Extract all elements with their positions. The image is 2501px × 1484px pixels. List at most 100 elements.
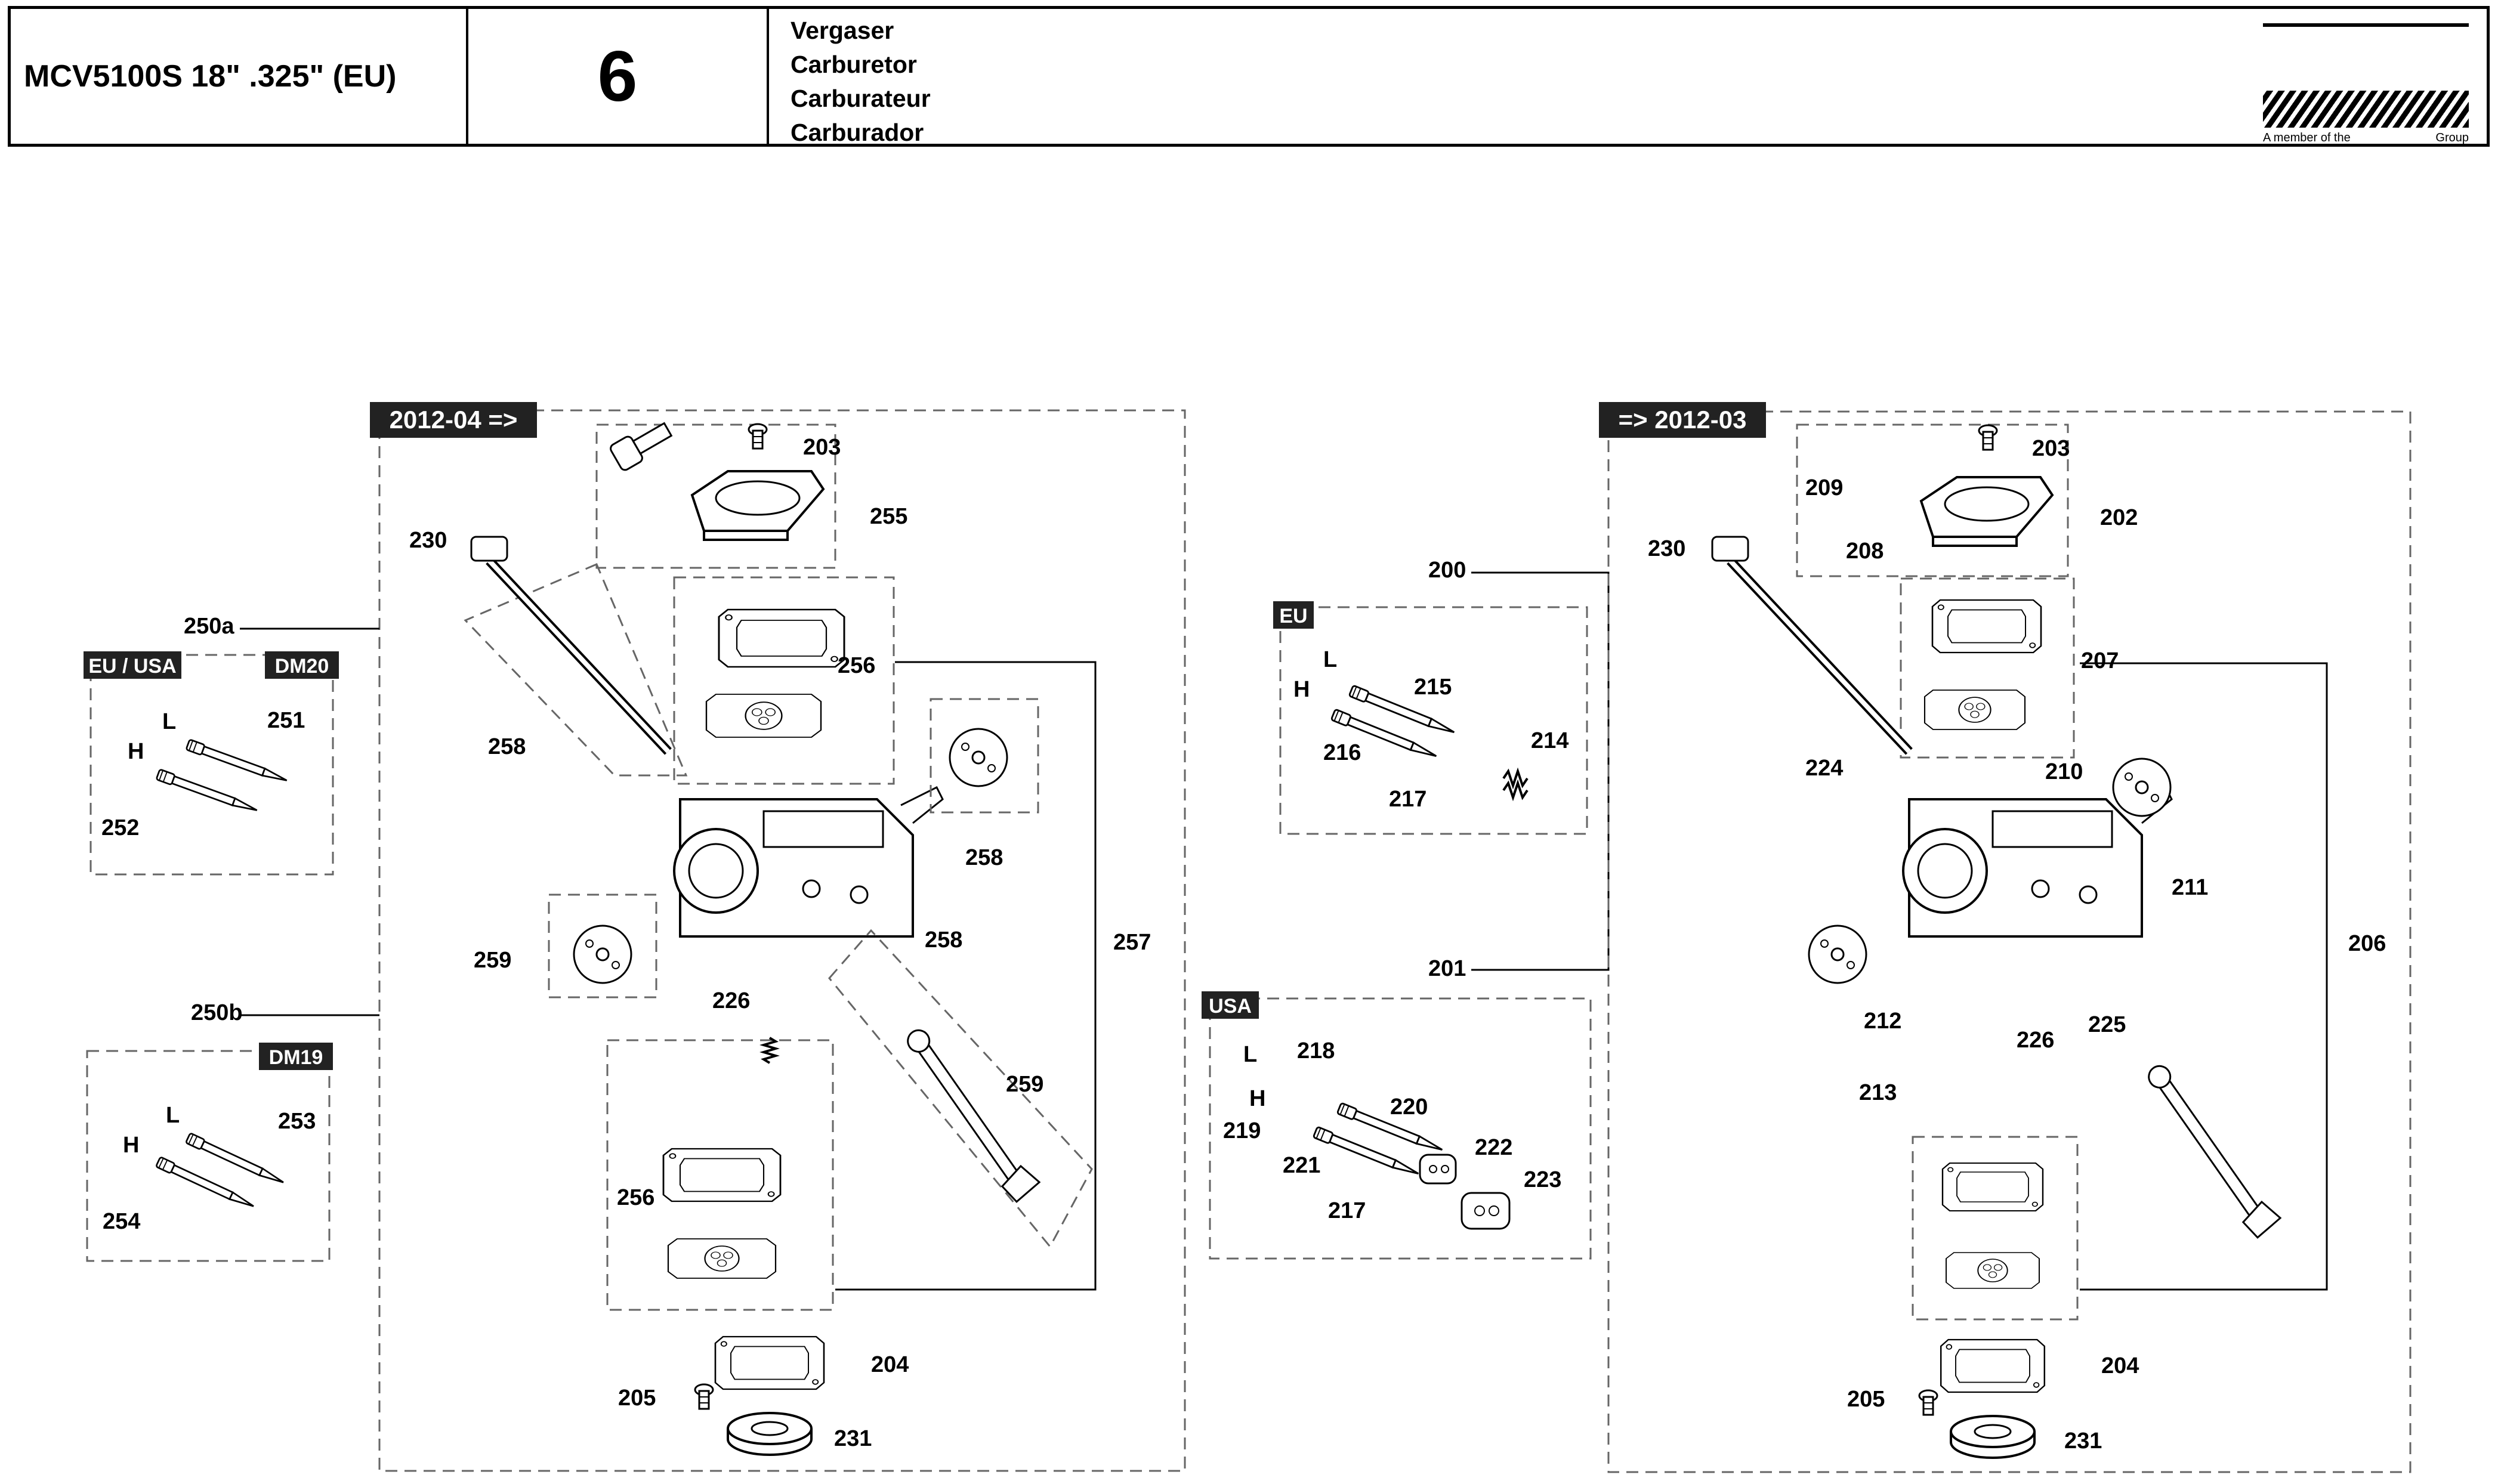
label-253: 253 [278,1109,316,1134]
letter-h-eu: H [1293,677,1310,702]
kit-frame-dm20 [89,654,334,876]
label-217-eu: 217 [1389,787,1427,812]
carburetor-cover [691,470,825,541]
label-231-left: 231 [834,1426,872,1451]
label-202: 202 [2100,505,2138,530]
label-224: 224 [1805,756,1843,781]
label-258-pump: 258 [965,845,1003,870]
label-207: 207 [2081,648,2119,673]
label-200: 200 [1428,558,1466,583]
eu-usa-tag: EU / USA [88,655,176,678]
title-german: Vergaser [791,17,894,44]
label-221: 221 [1283,1153,1320,1178]
label-203-right: 203 [2032,436,2070,461]
label-208: 208 [1846,539,1884,564]
label-205-right: 205 [1847,1387,1885,1412]
label-217-usa: 217 [1328,1198,1366,1223]
choke-lever [899,1021,1042,1205]
label-226-left: 226 [712,988,750,1013]
eu-tag-bg [1273,601,1314,629]
letter-h-dm20: H [128,739,144,764]
right-gasket-frame [1900,577,2075,759]
screw-l-251 [185,738,290,787]
right-metering-frame [1912,1136,2079,1321]
title-spanish: Carburador [791,119,924,146]
eu-kit-frame [1279,606,1588,835]
label-219: 219 [1223,1118,1261,1143]
label-222: 222 [1475,1135,1512,1160]
letter-h-dm19: H [123,1133,139,1158]
right-metering-gasket [1941,1162,2044,1212]
right-choke-lever [2140,1056,2283,1241]
eu-springs [1502,767,1529,802]
eu-usa-tag-bg [84,651,181,679]
limiter-cap-222 [1419,1154,1457,1185]
label-259-right: 259 [1006,1072,1043,1097]
bracket-257 [835,661,1097,1291]
left-version-group: 2012-04 => [370,402,1186,1472]
right-version-tag-bg [1599,402,1766,438]
bottom-screw [694,1383,714,1410]
logo-group-text: Group [2435,131,2469,144]
upper-diaphragm [705,693,822,738]
letter-l-eu: L [1323,647,1337,672]
label-210: 210 [2045,759,2083,784]
dm19-tag-bg [259,1043,333,1070]
adjustment-screw-kits: EU / USA DM20 DM19 [84,627,379,1262]
label-216: 216 [1323,740,1361,765]
bracket-206 [2080,662,2328,1291]
needle-spring [759,1037,780,1064]
label-258-lever: 258 [925,928,962,953]
label-254: 254 [103,1209,140,1234]
label-213: 213 [1859,1080,1897,1105]
fuel-pump-frame [548,894,657,998]
header-bar: MCV5100S 18" .325" (EU) 6 Vergaser Carbu… [8,6,2490,147]
label-205-left: 205 [618,1386,656,1411]
label-212: 212 [1864,1009,1901,1034]
cover-frame [595,423,836,569]
bottom-cover [714,1335,825,1390]
usa-tag-bg [1202,991,1259,1019]
label-226-right: 226 [2017,1028,2054,1053]
label-256-bottom: 256 [617,1185,654,1210]
label-204-left: 204 [871,1352,909,1377]
label-250a: 250a [184,614,234,639]
dm20-tag-bg [265,651,339,679]
fuel-pump-diaphragm [573,925,632,984]
label-214: 214 [1531,728,1568,753]
label-204-right: 204 [2101,1353,2139,1378]
cover-bolt [610,422,673,471]
label-209: 209 [1805,475,1843,500]
label-259-left: 259 [474,948,511,973]
label-252: 252 [101,815,139,840]
letter-h-usa: H [1249,1086,1265,1111]
label-223: 223 [1524,1167,1561,1192]
model-name: MCV5100S 18" .325" (EU) [11,9,468,144]
left-version-tag-bg [370,402,537,438]
right-bottom-screw [1918,1389,1938,1416]
label-231-right: 231 [2064,1429,2102,1454]
logo-member-text: A member of the [2263,131,2351,144]
right-metering-diaphragm [1946,1252,2040,1289]
carburetor-body [673,786,944,938]
kit-frame-dm19 [86,1050,331,1262]
label-255: 255 [870,504,907,529]
label-257: 257 [1113,930,1151,955]
right-cover-screw [1978,424,1998,451]
right-fuel-pump [1808,925,1867,984]
left-version-frame [378,409,1186,1472]
right-carburetor-cover [1920,476,2054,547]
letter-l-dm19: L [166,1103,180,1128]
label-218: 218 [1297,1038,1335,1063]
pump-cover [949,728,1008,787]
letter-l-usa: L [1243,1042,1257,1067]
metering-diaphragm [667,1238,777,1279]
limiter-cap-223 [1461,1192,1511,1230]
letter-l-dm20: L [162,709,176,734]
title-french: Carburateur [791,85,931,112]
right-throttle-shaft [1711,536,1913,755]
throttle-shaft [470,536,672,755]
label-225: 225 [2088,1012,2126,1037]
title-english: Carburetor [791,51,917,78]
